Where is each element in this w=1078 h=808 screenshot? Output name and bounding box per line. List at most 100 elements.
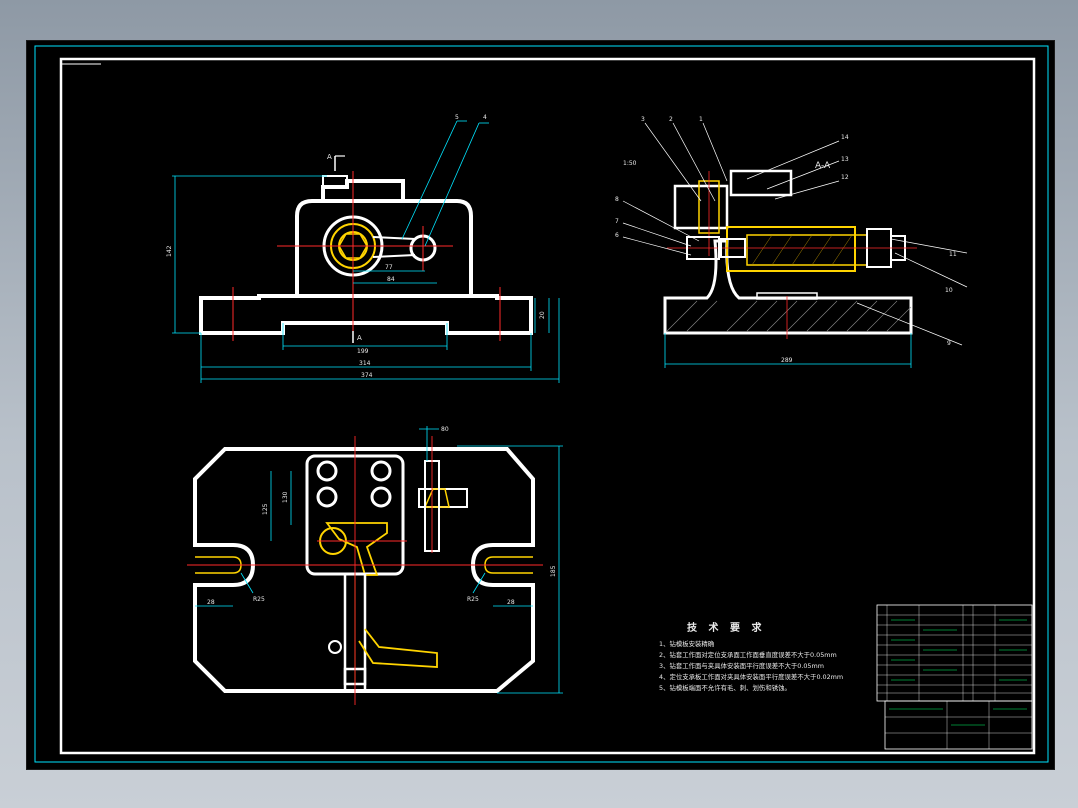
title-block [876,604,1033,750]
leader-4 [424,122,480,247]
shaft-hatch-5 [831,234,853,266]
section-view-label: A-A [815,161,831,171]
balloon-6: 6 [615,232,619,239]
leader-2 [672,122,716,202]
hatch-7 [806,300,838,332]
balloon-12: 12 [841,174,849,181]
section-dim-text-289: 289 [781,357,793,364]
balloon-10: 10 [945,287,953,294]
tech-req-5: 5、钻模板端面不允许有毛、刺、划伤和锈蚀。 [659,684,791,692]
hatch-5 [766,300,798,332]
top-leader-r25-r [472,572,486,594]
clamp-jaw [720,238,746,258]
balloon-13: 13 [841,156,849,163]
inner-frame [59,57,1036,755]
leader-13 [766,160,840,190]
hatch-4 [746,300,778,332]
hatch-9 [846,300,878,332]
hatch-3 [726,300,758,332]
balloon-5: 5 [455,114,459,121]
top-dim-text-125: 125 [262,503,269,515]
hatch-2 [686,300,718,332]
top-dim-text-28-l: 28 [207,599,215,606]
drawing-canvas: A A 199 314 374 142 77 84 20 5 4 [26,40,1055,770]
front-dim-text-199: 199 [357,348,369,355]
balloon-14: 14 [841,134,849,141]
pin-arm-upper [372,236,416,240]
section-view: 289 1:50 3 2 1 14 13 12 8 7 6 11 10 9 [615,116,968,368]
title-box [884,700,1033,750]
technical-requirements-title: 技 术 要 求 [687,623,766,634]
section-view-base [663,239,913,335]
tech-req-2: 2、钻套工作面对定位支承面工作面垂直度误差不大于0.05mm [659,651,837,659]
balloon-7: 7 [615,218,619,225]
shaft-hatch-4 [811,234,833,266]
pin-arm-lower [372,254,416,258]
top-view: 130 125 185 28 28 R25 R25 80 [187,426,563,705]
top-clamp [322,175,348,187]
technical-requirements-list: 1、钻模板安装精确 2、钻套工作面对定位支承面工作面垂直度误差不大于0.05mm… [659,639,843,694]
drill-plate-top [729,169,793,197]
section-letter-bottom: A [357,334,362,342]
leader-8 [622,200,700,242]
front-dim-text-142: 142 [166,245,173,257]
leader-11 [890,238,968,254]
balloon-9: 9 [947,340,951,347]
shaft-hatch-1 [751,234,773,266]
balloon-3: 3 [641,116,645,123]
balloon-4: 4 [483,114,487,121]
top-dim-text-28-r: 28 [507,599,515,606]
top-view-outline [193,447,535,693]
shaft-hatch-3 [791,234,813,266]
leader-7 [622,222,692,247]
front-dim-text-314: 314 [359,360,371,367]
leader-1 [702,122,728,182]
scale-note: 1:50 [623,160,637,167]
front-dim-text-20: 20 [539,311,546,319]
hatch-11 [886,306,912,332]
hatch-1 [666,300,698,332]
top-dim-text-r25-l: R25 [253,596,265,603]
leader-6 [622,236,692,256]
leader-5 [401,120,458,240]
top-dim-text-185: 185 [550,565,557,577]
top-dim-text-80: 80 [441,426,449,433]
tech-req-1: 1、钻模板安装精确 [659,640,715,648]
top-handle [358,628,438,668]
top-bushing-3 [316,486,338,508]
shaft-body [726,226,856,272]
front-dim-text-77: 77 [385,264,393,271]
leader-9 [856,302,963,346]
leader-12 [774,180,840,200]
top-dim-text-130: 130 [282,491,289,503]
parts-list [876,604,1033,702]
leader-3 [644,122,702,202]
section-letter-top: A [327,153,332,161]
outer-frame [34,45,1049,763]
top-bushing-1 [316,460,338,482]
balloon-2: 2 [669,116,673,123]
top-bushing-4 [370,486,392,508]
front-dim-text-84: 84 [387,276,395,283]
top-dim-text-r25-r: R25 [467,596,479,603]
hatch-6 [786,300,818,332]
hatch-8 [826,300,858,332]
front-dim-text-374: 374 [361,372,373,379]
hatch-10 [866,300,898,332]
drill-plate [673,184,729,230]
front-view-body [295,199,473,296]
tech-req-4: 4、定位支承板工作面对夹具体安装面平行度误差不大于0.02mm [659,673,844,681]
top-bushing-2 [370,460,392,482]
top-leader-r25-l [240,572,254,594]
tech-req-3: 3、钻套工作面与夹具体安装面平行度误差不大于0.05mm [659,662,824,670]
shaft-hatch-2 [771,234,793,266]
leader-10 [894,252,968,288]
front-view-top-bracket [321,179,405,201]
top-lever [325,522,388,576]
front-view-base [199,294,533,335]
leader-14 [746,140,840,180]
balloon-8: 8 [615,196,619,203]
clamp-block [686,236,720,260]
cad-drawing: A A 199 314 374 142 77 84 20 5 4 [34,45,1049,763]
top-clamp-jaw [423,488,450,508]
